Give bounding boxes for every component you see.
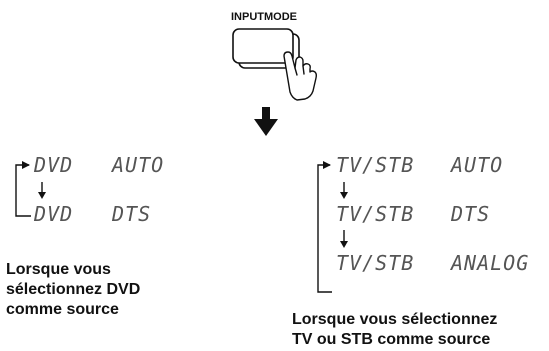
display-source: DVD (33, 202, 73, 226)
display-source: TV/STB (336, 153, 414, 177)
hand-pressing-icon (283, 51, 318, 101)
left-display-sequence: DVD AUTO DVD DTS (15, 153, 164, 226)
input-mode-button (232, 28, 300, 69)
small-arrow-down-icon (38, 182, 46, 199)
display-mode: DTS (450, 202, 490, 226)
arrow-down-icon (254, 107, 278, 136)
input-mode-label: INPUTMODE (231, 11, 297, 23)
display-source: DVD (33, 153, 73, 177)
caption-line: Lorsque vous (6, 261, 111, 278)
caption-line: TV ou STB comme source (292, 331, 490, 348)
display-mode: DTS (111, 202, 151, 226)
display-mode: AUTO (110, 153, 164, 177)
caption-line: Lorsque vous sélectionnez (292, 311, 497, 328)
loop-arrow-icon (15, 161, 31, 217)
caption-line: sélectionnez DVD (6, 281, 140, 298)
small-arrow-down-icon (340, 230, 348, 248)
small-arrow-down-icon (340, 182, 348, 199)
loop-arrow-icon (317, 161, 332, 293)
caption-line: comme source (6, 301, 119, 318)
display-mode: ANALOG (449, 251, 529, 275)
right-display-sequence: TV/STB AUTO TV/STB DTS TV/STB ANALOG (317, 153, 529, 293)
display-source: TV/STB (336, 251, 414, 275)
display-source: TV/STB (336, 202, 414, 226)
display-mode: AUTO (449, 153, 503, 177)
